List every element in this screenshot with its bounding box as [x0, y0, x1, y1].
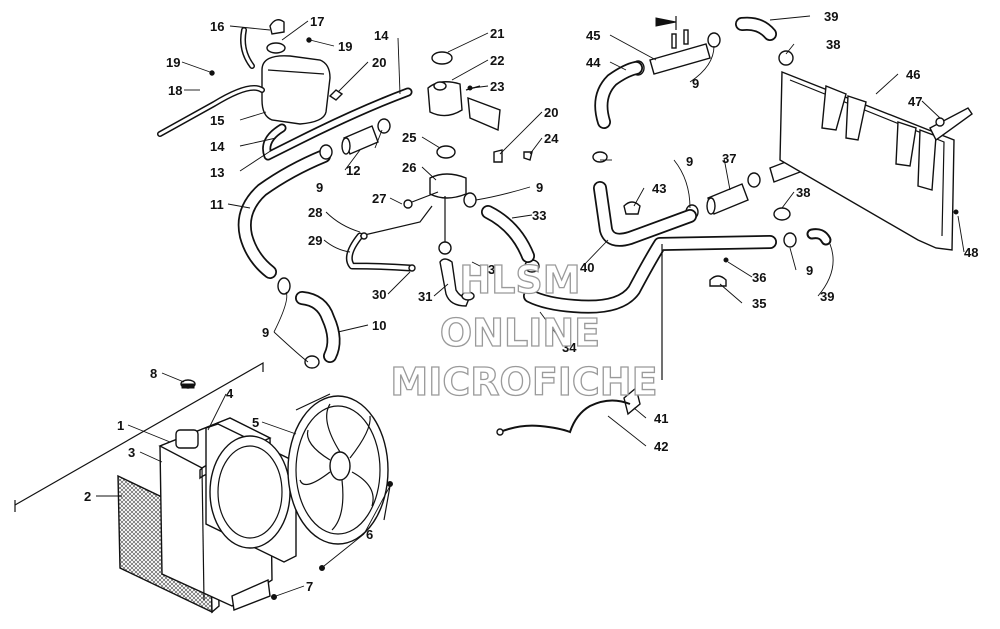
housing-cap: [431, 51, 453, 65]
callout-34: 34: [562, 340, 577, 355]
callout-25: 25: [402, 130, 416, 145]
callout-9-radiator: 9: [262, 325, 269, 340]
callout-37: 37: [722, 151, 736, 166]
coolant-reservoir: [261, 19, 331, 125]
reservoir-cap-top: [269, 19, 285, 35]
callout-5: 5: [252, 415, 259, 430]
tee-fitting: [649, 16, 711, 75]
overflow-hose: [262, 87, 413, 161]
callout-42: 42: [654, 439, 668, 454]
fan-shroud: [205, 423, 297, 563]
callout-9-right-c: 9: [806, 263, 813, 278]
callout-15: 15: [210, 113, 224, 128]
watermark-line-1: HLSM: [459, 258, 580, 302]
small-clips: [467, 85, 533, 163]
callout-24: 24: [544, 131, 559, 146]
mount-bracket: [467, 96, 501, 132]
bleed-valve: [438, 241, 452, 255]
callout-19-top: 19: [338, 39, 352, 54]
callout-18: 18: [168, 83, 182, 98]
thermostat: [436, 145, 456, 159]
callout-32: 32: [488, 262, 502, 277]
callout-22: 22: [490, 53, 504, 68]
hose-sleeve: [341, 125, 379, 155]
callout-11: 11: [210, 197, 224, 212]
callout-3: 3: [128, 445, 135, 460]
callout-41: 41: [654, 411, 668, 426]
callout-38-middle: 38: [796, 185, 810, 200]
callout-9-thermostat: 9: [536, 180, 543, 195]
small-fittings: [209, 37, 344, 101]
callout-16: 16: [210, 19, 224, 34]
callout-6: 6: [366, 527, 373, 542]
callout-21: 21: [490, 26, 504, 41]
elbow-hose: [735, 16, 777, 41]
callout-20-right: 20: [544, 105, 558, 120]
hose-thermostat-outlet: [481, 205, 535, 263]
leader-lines: [96, 15, 965, 597]
callout-26: 26: [402, 160, 416, 175]
callout-20-top: 20: [372, 55, 386, 70]
callout-10: 10: [372, 318, 386, 333]
callout-19-left: 19: [166, 55, 180, 70]
bypass-hose: [345, 205, 433, 272]
callout-9-right-a: 9: [686, 154, 693, 169]
heat-exchanger-frame: [779, 70, 973, 251]
callout-17: 17: [310, 14, 324, 29]
callout-46: 46: [906, 67, 920, 82]
watermark: HLSM ONLINE MICROFICHE: [390, 257, 658, 404]
vent-tube: [157, 27, 265, 137]
callout-36: 36: [752, 270, 766, 285]
callout-38-top: 38: [826, 37, 840, 52]
wire-clips: [623, 201, 729, 287]
callout-9-reservoir: 9: [316, 180, 323, 195]
callout-7: 7: [306, 579, 313, 594]
callout-33: 33: [532, 208, 546, 223]
callout-2: 2: [84, 489, 91, 504]
callout-27: 27: [372, 191, 386, 206]
reservoir-cap: [266, 42, 286, 54]
callout-39-top: 39: [824, 9, 838, 24]
callout-43: 43: [652, 181, 666, 196]
callout-44: 44: [586, 55, 601, 70]
watermark-line-3: MICROFICHE: [390, 360, 657, 404]
callout-14-top: 14: [374, 28, 389, 43]
callout-13: 13: [210, 165, 224, 180]
thermostat-housing: [403, 51, 501, 255]
upper-hose-to-tee: [594, 61, 643, 129]
callout-47: 47: [908, 94, 922, 109]
radiator-cap: [180, 379, 196, 389]
callout-12: 12: [346, 163, 360, 178]
callout-48: 48: [964, 245, 978, 260]
callout-45: 45: [586, 28, 600, 43]
temp-sensor: [403, 199, 413, 209]
callout-23: 23: [490, 79, 504, 94]
hose-lower: [295, 291, 341, 363]
callout-39-bottom: 39: [820, 289, 834, 304]
callout-4: 4: [226, 386, 234, 401]
temperature-sensor: [623, 244, 663, 416]
wiring-harness: [496, 399, 631, 436]
hose-upper-radiator: [237, 149, 331, 279]
callout-labels: 1 2 3 4 5 6 7 8 9 9 9 9 9 9 10 11 12 13 …: [84, 9, 978, 594]
callout-31: 31: [418, 289, 432, 304]
watermark-line-2: ONLINE: [440, 311, 600, 355]
callout-30: 30: [372, 287, 386, 302]
callout-28: 28: [308, 205, 322, 220]
callout-14-left: 14: [210, 139, 225, 154]
radiator-screw: [271, 594, 277, 600]
return-hose: [523, 181, 777, 314]
outlet-fitting: [439, 258, 475, 307]
radiator-cap-neck: [175, 429, 199, 449]
callout-29: 29: [308, 233, 322, 248]
callout-35: 35: [752, 296, 766, 311]
callout-9-right-b: 9: [692, 76, 699, 91]
callout-8: 8: [150, 366, 157, 381]
callout-1: 1: [117, 418, 124, 433]
cooling-fan: [287, 393, 391, 545]
radiator-assembly-bracket: [14, 361, 264, 512]
callout-40: 40: [580, 260, 594, 275]
